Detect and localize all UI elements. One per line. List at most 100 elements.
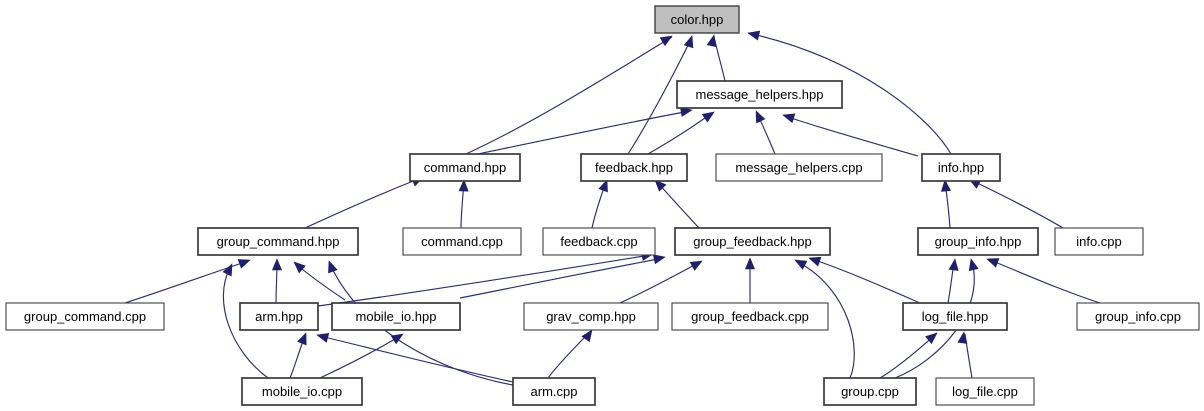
edge-arm_cpp-to-arm_hpp <box>316 333 514 383</box>
arrow-head-icon <box>940 179 952 192</box>
edge-line <box>619 261 701 304</box>
node-label: arm.hpp <box>255 309 303 324</box>
node-message_helpers_hpp[interactable]: message_helpers.hpp <box>676 80 843 109</box>
node-label: arm.cpp <box>531 384 578 399</box>
arrow-head-icon <box>968 258 979 272</box>
arrow-head-icon <box>458 179 469 192</box>
node-box[interactable] <box>935 377 1035 406</box>
node-box[interactable] <box>409 153 521 182</box>
node-message_helpers_cpp[interactable]: message_helpers.cpp <box>715 153 883 182</box>
node-label: info.cpp <box>1076 234 1122 249</box>
node-box[interactable] <box>654 5 740 34</box>
node-box[interactable] <box>823 377 917 406</box>
edge-grav_comp_hpp-to-group_feedback_hpp <box>619 260 703 304</box>
node-mobile_io_hpp[interactable]: mobile_io.hpp <box>331 302 461 331</box>
edge-line <box>970 179 1064 229</box>
node-box[interactable] <box>917 227 1039 256</box>
arrow-head-icon <box>701 111 715 123</box>
node-label: log_file.hpp <box>922 309 989 324</box>
node-box[interactable] <box>1076 302 1200 331</box>
edge-line <box>222 267 269 379</box>
node-info_cpp[interactable]: info.cpp <box>1054 227 1144 256</box>
node-arm_hpp[interactable]: arm.hpp <box>239 302 319 331</box>
edge-info_hpp-to-message_helpers_hpp <box>782 113 919 157</box>
node-box[interactable] <box>902 302 1008 331</box>
node-label: group.cpp <box>841 384 899 399</box>
node-label: group_command.cpp <box>24 309 146 324</box>
edge-mobile_io_cpp-to-group_command_hpp <box>222 263 269 379</box>
node-color_hpp[interactable]: color.hpp <box>654 5 740 34</box>
edge-message_helpers_hpp-to-color_hpp <box>706 34 726 82</box>
edge-line <box>329 263 514 386</box>
edge-arm_cpp-to-grav_comp_hpp <box>547 329 593 379</box>
node-box[interactable] <box>715 153 883 182</box>
edge-group_cpp-to-group_feedback_hpp <box>794 259 855 379</box>
node-log_file_hpp[interactable]: log_file.hpp <box>902 302 1008 331</box>
node-group_feedback_hpp[interactable]: group_feedback.hpp <box>674 227 831 256</box>
node-label: message_helpers.hpp <box>696 87 824 102</box>
arrow-head-icon <box>755 110 766 124</box>
arrow-head-icon <box>925 332 938 345</box>
edge-line <box>465 36 673 155</box>
arrow-head-icon <box>654 179 667 192</box>
node-command_cpp[interactable]: command.cpp <box>402 227 522 256</box>
node-box[interactable] <box>5 302 165 331</box>
arrow-head-icon <box>293 261 306 274</box>
edge-line <box>797 261 855 379</box>
node-group_info_hpp[interactable]: group_info.hpp <box>917 227 1039 256</box>
node-box[interactable] <box>674 227 831 256</box>
edge-mobile_io_cpp-to-mobile_io_hpp <box>319 333 404 379</box>
node-box[interactable] <box>676 80 843 109</box>
edge-line <box>319 335 401 379</box>
node-group_info_cpp[interactable]: group_info.cpp <box>1076 302 1200 331</box>
edge-arm_cpp-to-group_command_hpp <box>328 260 514 386</box>
node-arm_cpp[interactable]: arm.cpp <box>512 377 596 406</box>
node-group_cpp[interactable]: group.cpp <box>823 377 917 406</box>
node-box[interactable] <box>241 377 363 406</box>
node-box[interactable] <box>921 153 1001 182</box>
node-box[interactable] <box>523 302 659 331</box>
node-box[interactable] <box>197 227 359 256</box>
edge-command_hpp-to-color_hpp <box>465 35 673 155</box>
arrow-head-icon <box>948 258 959 271</box>
node-label: mobile_io.cpp <box>262 384 342 399</box>
edge-line <box>647 112 713 155</box>
node-box[interactable] <box>331 302 461 331</box>
edge-mobile_io_cpp-to-arm_hpp <box>289 332 307 379</box>
node-grav_comp_hpp[interactable]: grav_comp.hpp <box>523 302 659 331</box>
node-label: mobile_io.hpp <box>356 309 437 324</box>
arrow-head-icon <box>316 333 330 343</box>
node-command_hpp[interactable]: command.hpp <box>409 153 521 182</box>
node-group_command_hpp[interactable]: group_command.hpp <box>197 227 359 256</box>
node-box[interactable] <box>239 302 319 331</box>
node-label: group_feedback.cpp <box>691 309 809 324</box>
edge-mobile_io_hpp-to-group_command_hpp <box>293 261 346 301</box>
node-box[interactable] <box>512 377 596 406</box>
node-label: group_command.hpp <box>217 234 340 249</box>
node-group_feedback_cpp[interactable]: group_feedback.cpp <box>671 302 829 331</box>
node-label: command.hpp <box>424 160 506 175</box>
node-log_file_cpp[interactable]: log_file.cpp <box>935 377 1035 406</box>
arrow-head-icon <box>297 332 307 346</box>
node-box[interactable] <box>580 153 688 182</box>
node-box[interactable] <box>1054 227 1144 256</box>
edge-message_helpers_cpp-to-message_helpers_hpp <box>755 110 776 155</box>
node-label: info.hpp <box>938 160 984 175</box>
node-feedback_hpp[interactable]: feedback.hpp <box>580 153 688 182</box>
node-info_hpp[interactable]: info.hpp <box>921 153 1001 182</box>
edge-line <box>124 260 249 304</box>
node-box[interactable] <box>671 302 829 331</box>
node-box[interactable] <box>402 227 522 256</box>
arrow-head-icon <box>794 259 808 270</box>
node-label: feedback.cpp <box>560 234 637 249</box>
arrow-head-icon <box>390 333 404 345</box>
arrow-head-icon <box>659 35 673 47</box>
node-group_command_cpp[interactable]: group_command.cpp <box>5 302 165 331</box>
edge-line <box>894 261 975 379</box>
node-label: feedback.hpp <box>595 160 673 175</box>
node-mobile_io_cpp[interactable]: mobile_io.cpp <box>241 377 363 406</box>
arrow-head-icon <box>986 258 1000 268</box>
node-box[interactable] <box>542 227 656 256</box>
node-feedback_cpp[interactable]: feedback.cpp <box>542 227 656 256</box>
